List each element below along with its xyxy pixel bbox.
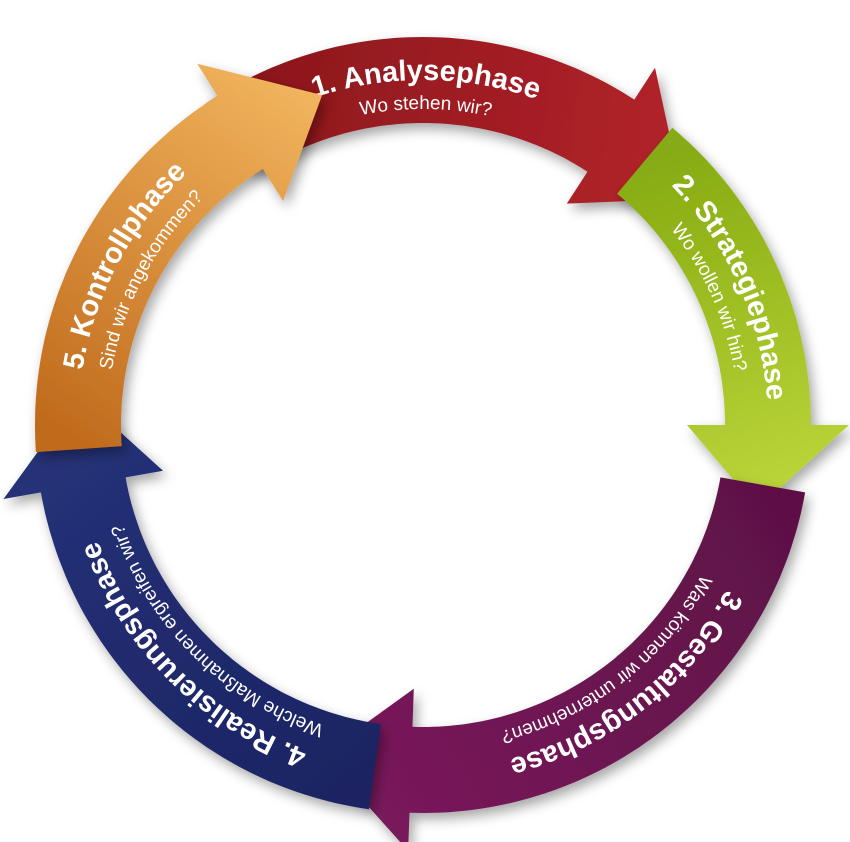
arrow-shape <box>206 37 684 204</box>
arrow-shape <box>617 127 849 509</box>
arrow-shape <box>322 477 806 842</box>
arrow-shape <box>3 394 381 810</box>
arrow-shape <box>35 63 323 453</box>
